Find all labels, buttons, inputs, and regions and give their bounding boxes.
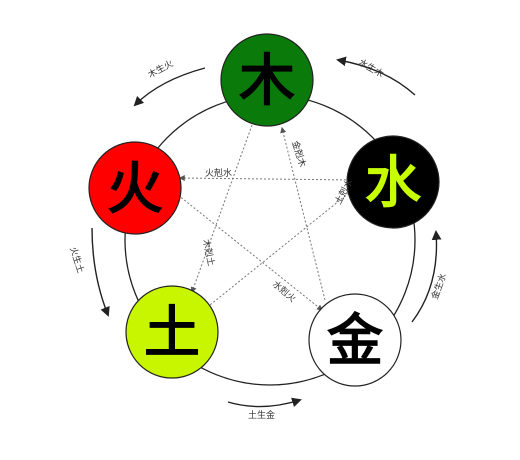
metal-circle (308, 293, 402, 387)
arrow-water-to-wood (336, 56, 416, 96)
label-fire-to-earth: 火生土 (67, 245, 87, 274)
earth-glyph: 土 (144, 300, 200, 366)
line-fire-water (178, 175, 356, 182)
fire-circle (88, 141, 182, 235)
overcoming-cycle-lines (177, 124, 356, 311)
earth-circle (125, 285, 219, 379)
fire-glyph: 火 (107, 156, 163, 222)
label-water-to-fire: 水剋火 (270, 278, 298, 305)
element-earth: 土 (125, 285, 219, 379)
label-wood-to-fire: 木生火 (146, 57, 175, 80)
metal-glyph: 金 (326, 308, 384, 374)
water-circle (346, 135, 440, 229)
water-glyph: 水 (365, 150, 422, 216)
wood-glyph: 木 (239, 48, 295, 114)
label-water-to-wood: 水生木 (357, 56, 386, 80)
label-wood-to-earth: 木剋土 (200, 238, 217, 267)
arrow-earth-to-metal (227, 397, 302, 408)
arrow-fire-to-earth (91, 227, 110, 317)
generating-arrows (91, 56, 442, 408)
label-fire-to-water: 火剋水 (205, 167, 232, 179)
element-water: 水 (346, 135, 440, 229)
label-earth-to-metal: 土生金 (248, 409, 275, 421)
line-fire-metal (177, 194, 323, 311)
element-fire: 火 (88, 141, 182, 235)
element-wood: 木 (220, 33, 314, 127)
line-metal-wood (280, 126, 326, 301)
line-wood-earth (190, 124, 253, 294)
arrow-wood-to-fire (133, 67, 206, 107)
label-metal-to-wood: 金剋木 (289, 139, 309, 168)
arrow-metal-to-water (411, 230, 442, 323)
line-water-earth (209, 187, 356, 306)
label-metal-to-water: 金生水 (429, 272, 450, 301)
wood-circle (220, 33, 314, 127)
element-metal: 金 (308, 293, 402, 387)
